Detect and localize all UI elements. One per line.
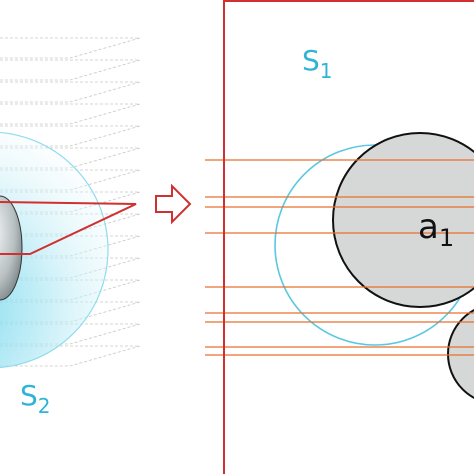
label-s2: S2	[20, 379, 51, 418]
inner-particle	[0, 195, 23, 301]
stack-plane	[0, 37, 141, 59]
label-s1: S1	[302, 44, 333, 83]
stack-plane	[0, 81, 141, 103]
stack-plane	[0, 103, 141, 125]
stack-plane	[0, 345, 141, 367]
stack-plane	[0, 59, 141, 81]
cross-section-panel: S1 a1	[205, 0, 474, 474]
slice-lines	[205, 159, 474, 356]
label-a1: a1	[418, 207, 454, 252]
arrow-icon	[155, 183, 192, 225]
left-panel: S2	[0, 37, 141, 418]
particle-section-a1	[332, 132, 474, 308]
outer-sphere-s2	[0, 131, 109, 369]
section-frame	[223, 0, 474, 474]
particle-section-small	[447, 309, 474, 399]
